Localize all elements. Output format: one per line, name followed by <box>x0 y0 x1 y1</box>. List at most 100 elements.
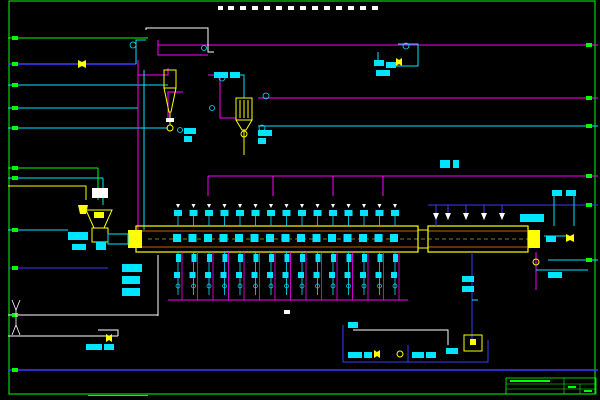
zone-arrow-icon <box>269 204 273 208</box>
zone-valve <box>174 272 180 278</box>
zone-arrow-icon <box>362 204 366 208</box>
zone-arrow-icon <box>346 204 351 208</box>
zone-arrow-icon <box>315 204 320 208</box>
zone-valve <box>267 272 273 278</box>
title-block <box>88 377 597 396</box>
bag-filter-icon <box>235 97 253 155</box>
zone-heater <box>204 234 212 242</box>
zone-arrow-icon <box>377 204 382 208</box>
zone-arrow-icon <box>331 204 335 208</box>
zone-transmitter <box>220 210 229 216</box>
drawing-title <box>218 6 378 10</box>
left-utility-lines <box>8 36 598 372</box>
zone-valve <box>329 272 335 278</box>
zone-controller <box>238 254 243 262</box>
zone-transmitter <box>251 210 260 216</box>
valve-icon <box>78 58 402 68</box>
zone-heater <box>359 234 367 242</box>
instrument-bubble-icon <box>346 283 351 289</box>
instrument-bubble-icon <box>237 283 243 289</box>
zone-controller <box>393 254 398 262</box>
zone-transmitter <box>329 210 337 216</box>
zone-controller <box>346 254 352 262</box>
zone-heater <box>250 234 259 242</box>
zone-transmitter <box>282 210 291 216</box>
downstream-pump-section <box>86 264 489 363</box>
instrument-bubble-icon <box>284 283 289 289</box>
zone-heater <box>374 234 383 242</box>
zone-valve <box>313 272 320 278</box>
zone-controller <box>269 254 274 262</box>
zone-controller <box>253 254 259 262</box>
zone-controller <box>377 254 383 262</box>
zone-transmitter <box>313 210 322 216</box>
drawing-border <box>8 0 596 395</box>
zone-arrow-icon <box>222 204 227 208</box>
zone-controller <box>315 254 321 262</box>
zone-heater <box>328 234 336 242</box>
arrow-icon <box>11 299 21 336</box>
instrument-bubble-icon <box>315 283 320 289</box>
feed-hopper-icon <box>68 168 113 250</box>
zone-valve <box>375 272 382 278</box>
zone-valve <box>220 272 227 278</box>
zone-arrow-icon <box>176 204 180 208</box>
zone-heater <box>343 234 352 242</box>
zone-arrow-icon <box>253 204 258 208</box>
heater-header <box>157 176 408 316</box>
instrument-bubble-icon <box>268 283 274 289</box>
zone-heater <box>266 234 274 242</box>
instrument-bubble-icon <box>361 283 367 289</box>
instrument-bubble-icon <box>299 283 305 289</box>
barrel-zones <box>173 204 400 300</box>
zone-controller <box>284 254 290 262</box>
zone-heater <box>281 234 290 242</box>
zone-transmitter <box>375 210 384 216</box>
zone-controller <box>222 254 228 262</box>
zone-valve <box>360 272 366 278</box>
zone-heater <box>188 234 197 242</box>
zone-controller <box>207 254 212 262</box>
zone-transmitter <box>298 210 306 216</box>
zone-heater <box>173 234 181 242</box>
zone-heater <box>390 234 398 242</box>
zone-arrow-icon <box>207 204 211 208</box>
zone-transmitter <box>391 210 399 216</box>
extruder-barrel-icon <box>107 225 540 253</box>
zone-transmitter <box>205 210 213 216</box>
zone-controller <box>331 254 336 262</box>
cyclone-separator-icon <box>163 69 177 132</box>
instrument-bubble-icon <box>206 283 212 289</box>
zone-valve <box>236 272 242 278</box>
zone-valve <box>391 272 397 278</box>
zone-heater <box>235 234 243 242</box>
zone-heater <box>219 234 228 242</box>
zone-valve <box>298 272 304 278</box>
zone-transmitter <box>189 210 198 216</box>
zone-arrow-icon <box>393 204 397 208</box>
instrument-bubble-icon <box>377 283 382 289</box>
zone-transmitter <box>344 210 353 216</box>
zone-valve <box>189 272 196 278</box>
zone-controller <box>191 254 197 262</box>
instrument-bubble-icon <box>392 283 398 289</box>
zone-heater <box>312 234 321 242</box>
zone-arrow-icon <box>238 204 242 208</box>
instrument-bubble-icon <box>175 283 181 289</box>
top-instrument-cluster <box>78 41 419 144</box>
zone-valve <box>251 272 258 278</box>
zone-controller <box>362 254 367 262</box>
zone-controller <box>176 254 181 262</box>
zone-valve <box>344 272 351 278</box>
zone-arrow-icon <box>284 204 289 208</box>
zone-transmitter <box>174 210 182 216</box>
instrument-bubble-icon <box>222 283 227 289</box>
zone-controller <box>300 254 305 262</box>
zone-valve <box>282 272 289 278</box>
zone-transmitter <box>360 210 368 216</box>
instrument-bubble-icon <box>253 283 258 289</box>
zone-transmitter <box>267 210 275 216</box>
zone-valve <box>205 272 211 278</box>
zone-heater <box>297 234 305 242</box>
pid-drawing-frame <box>8 0 598 396</box>
